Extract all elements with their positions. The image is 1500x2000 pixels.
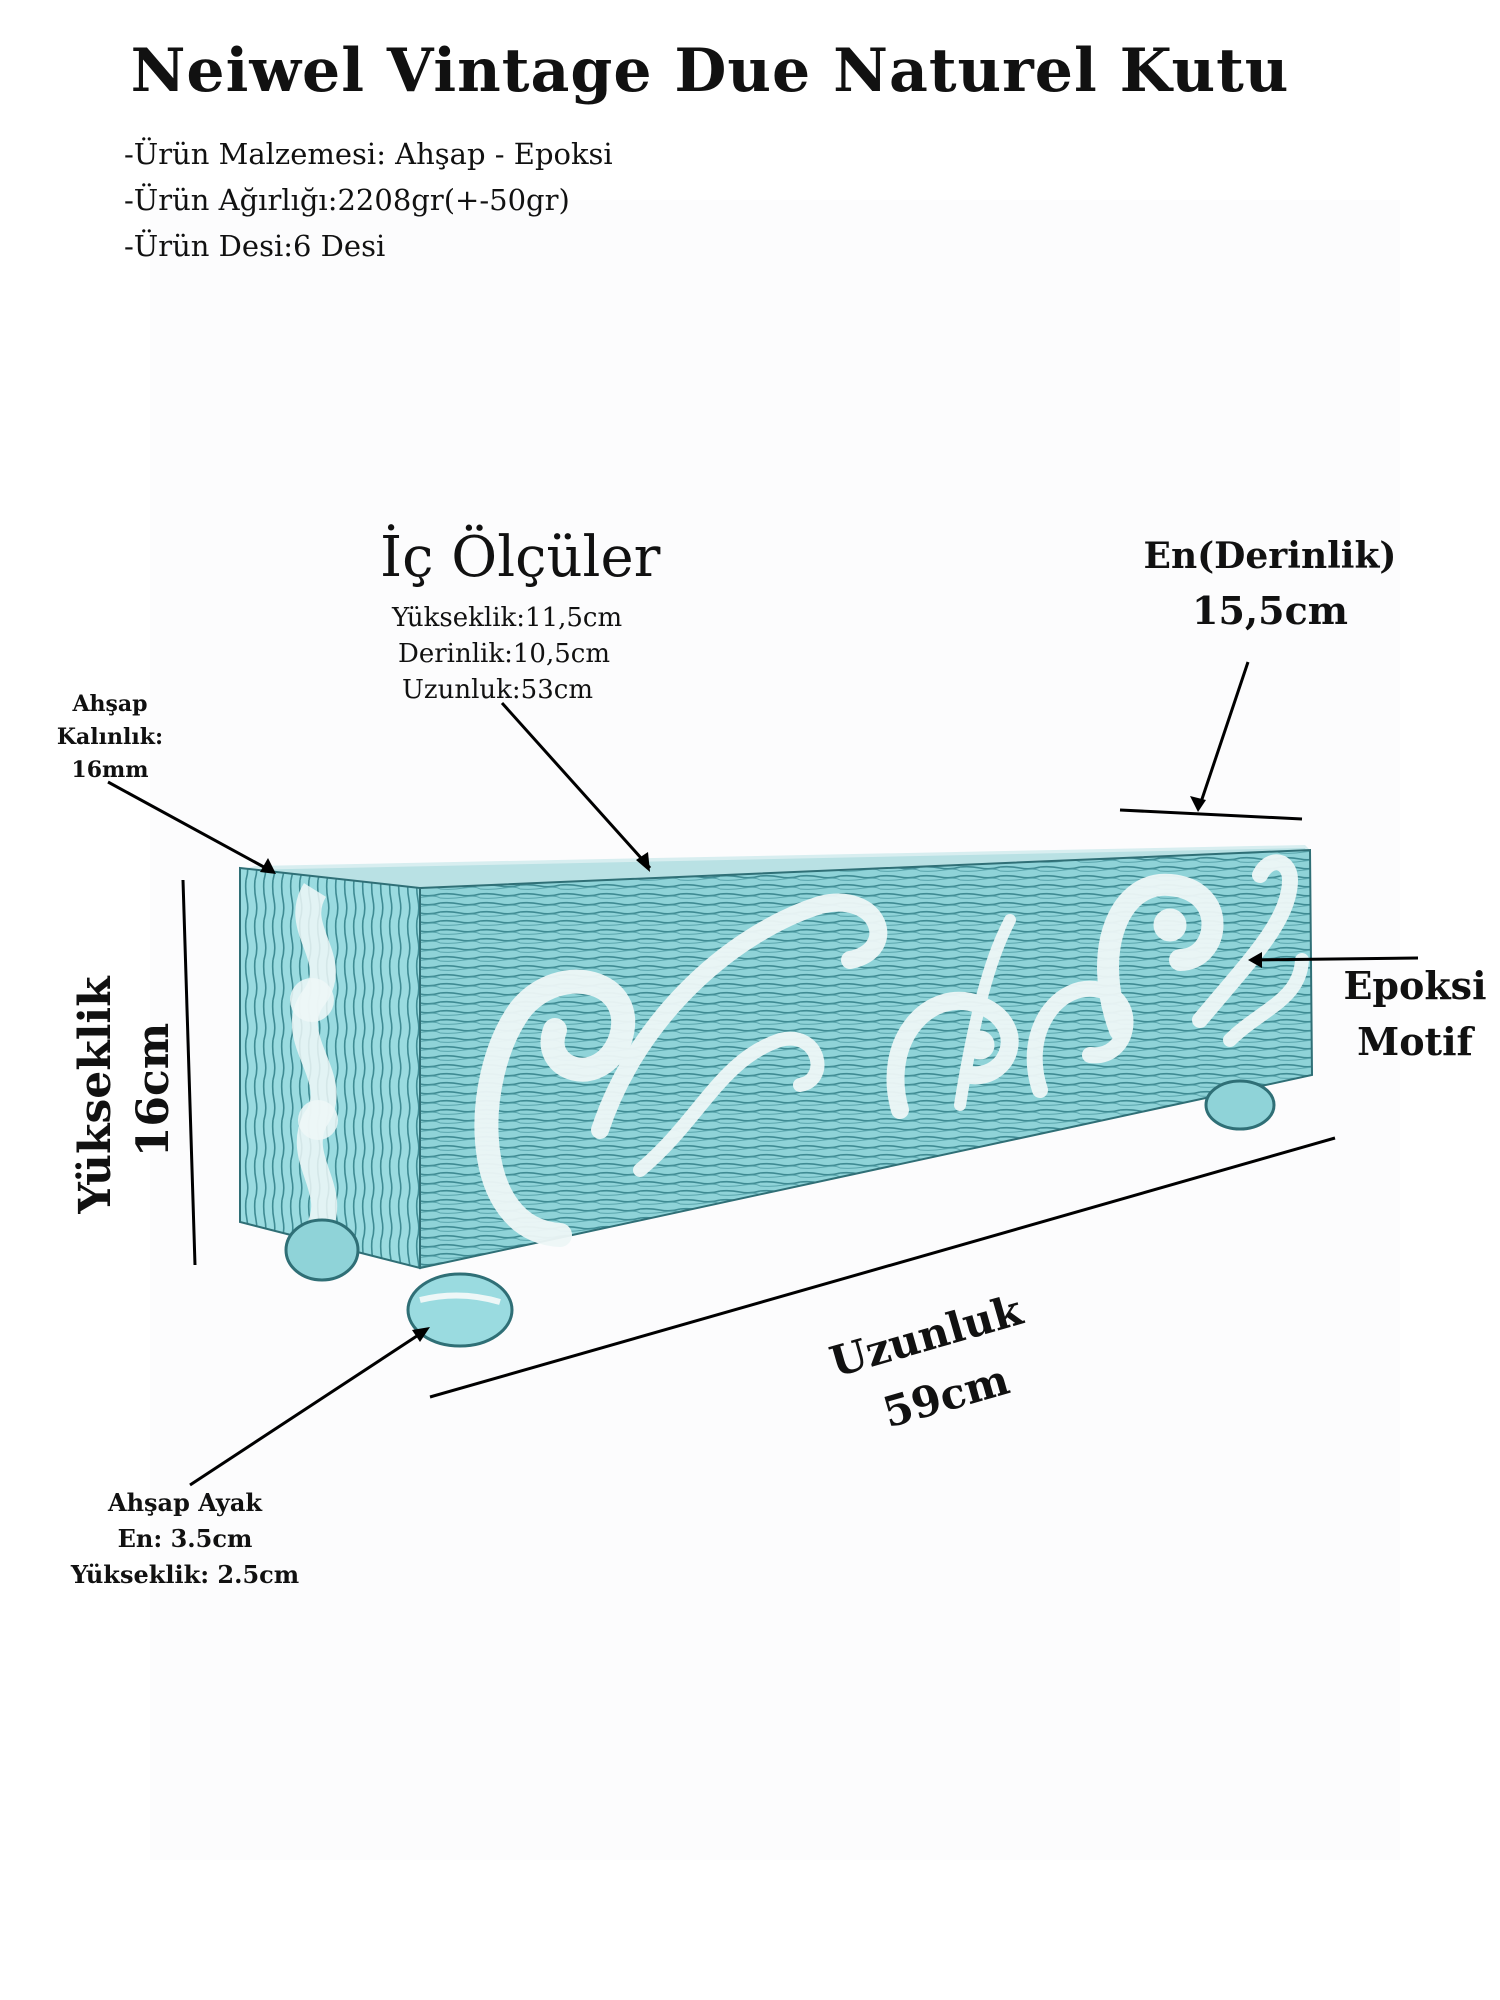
wooden-foot [284,1079,1276,1348]
height-label-value: 16cm [128,1023,179,1158]
wood-thickness-arrow [107,780,276,874]
epoxy-ornament [474,854,1309,1247]
length-dimension-line [429,1136,1336,1399]
page-title: Neiwel Vintage Due Naturel Kutu [130,36,1290,106]
wood-thickness-line3: 16mm [71,757,149,783]
inner-height: Yükseklik:11,5cm [392,603,623,633]
epoxy-motif-line1: Epoksi [1343,963,1487,1008]
depth-label-value: 15,5cm [1192,588,1348,633]
depth-dimension-line [1119,808,1303,821]
height-label-name: Yükseklik [70,975,121,1215]
box-side-panel [239,866,421,1270]
length-label: Uzunluk 59cm [824,1285,1028,1437]
inner-depth: Derinlik:10,5cm [398,639,610,669]
epoxy-motif-arrow [1248,952,1419,968]
spec-material: -Ürün Malzemesi: Ahşap - Epoksi [124,137,613,171]
spec-weight: -Ürün Ağırlığı:2208gr(+-50gr) [124,183,570,217]
depth-label-name: En(Derinlik) [1143,535,1397,577]
epoxy-motif-label: Epoksi Motif [1330,958,1500,1070]
foot-label-line2: En: 3.5cm [117,1524,253,1553]
height-dimension-line [181,879,197,1266]
inner-dimensions-arrow [500,701,652,872]
wood-thickness-line2: Kalınlık: [56,724,164,750]
inner-dimensions-title: İç Ölçüler [380,525,661,590]
depth-arrow [1190,661,1250,812]
foot-arrow [189,1327,430,1487]
height-label: Yükseklik 16cm [70,975,179,1215]
spec-desi: -Ürün Desi:6 Desi [124,229,386,263]
foot-label-line3: Yükseklik: 2.5cm [70,1560,300,1589]
box-top [240,845,1310,890]
wood-thickness-label: Ahşap Kalınlık: 16mm [40,688,180,787]
foot-label: Ahşap Ayak En: 3.5cm Yükseklik: 2.5cm [40,1485,330,1593]
wood-thickness-line1: Ahşap [72,691,148,717]
foot-label-line1: Ahşap Ayak [107,1488,263,1517]
inner-length: Uzunluk:53cm [402,675,593,705]
epoxy-motif-line2: Motif [1357,1019,1473,1064]
